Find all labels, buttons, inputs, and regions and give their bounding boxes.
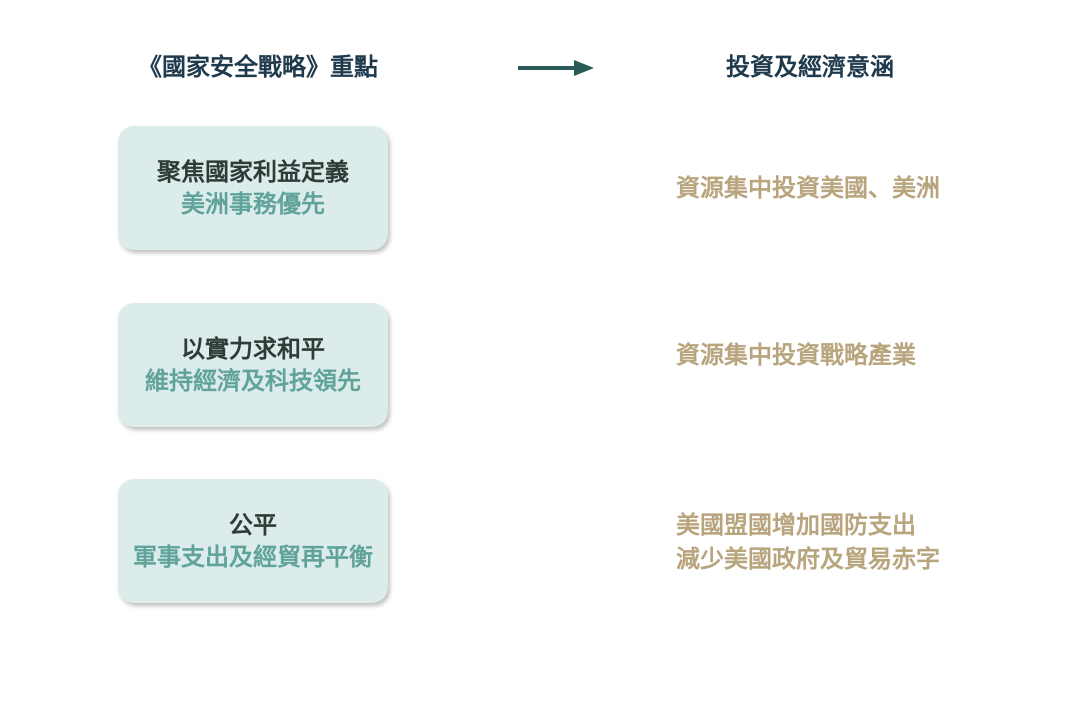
strategy-point-title: 公平 (229, 511, 277, 539)
strategy-point-title: 以實力求和平 (181, 335, 325, 363)
strategy-point-card-3: 公平 軍事支出及經貿再平衡 (118, 479, 388, 603)
implication-line: 減少美國政府及貿易赤字 (676, 545, 940, 573)
implication-text-2: 資源集中投資戰略產業 (676, 338, 916, 372)
strategy-point-subtitle: 美洲事務優先 (181, 190, 325, 218)
implications-header: 投資及經濟意涵 (726, 53, 894, 81)
implication-line: 資源集中投資戰略產業 (676, 341, 916, 369)
strategy-point-subtitle: 軍事支出及經貿再平衡 (133, 543, 373, 571)
strategy-point-title: 聚焦國家利益定義 (157, 158, 349, 186)
strategy-points-header: 《國家安全戰略》重點 (138, 53, 378, 81)
strategy-point-subtitle: 維持經濟及科技領先 (145, 367, 361, 395)
strategy-point-card-1: 聚焦國家利益定義 美洲事務優先 (118, 126, 388, 250)
implication-text-1: 資源集中投資美國、美洲 (676, 171, 940, 205)
implication-line: 美國盟國增加國防支出 (676, 511, 916, 539)
strategy-point-card-2: 以實力求和平 維持經濟及科技領先 (118, 303, 388, 427)
implication-line: 資源集中投資美國、美洲 (676, 174, 940, 202)
implication-text-3: 美國盟國增加國防支出 減少美國政府及貿易赤字 (676, 508, 940, 576)
right-arrow-icon (518, 60, 594, 76)
